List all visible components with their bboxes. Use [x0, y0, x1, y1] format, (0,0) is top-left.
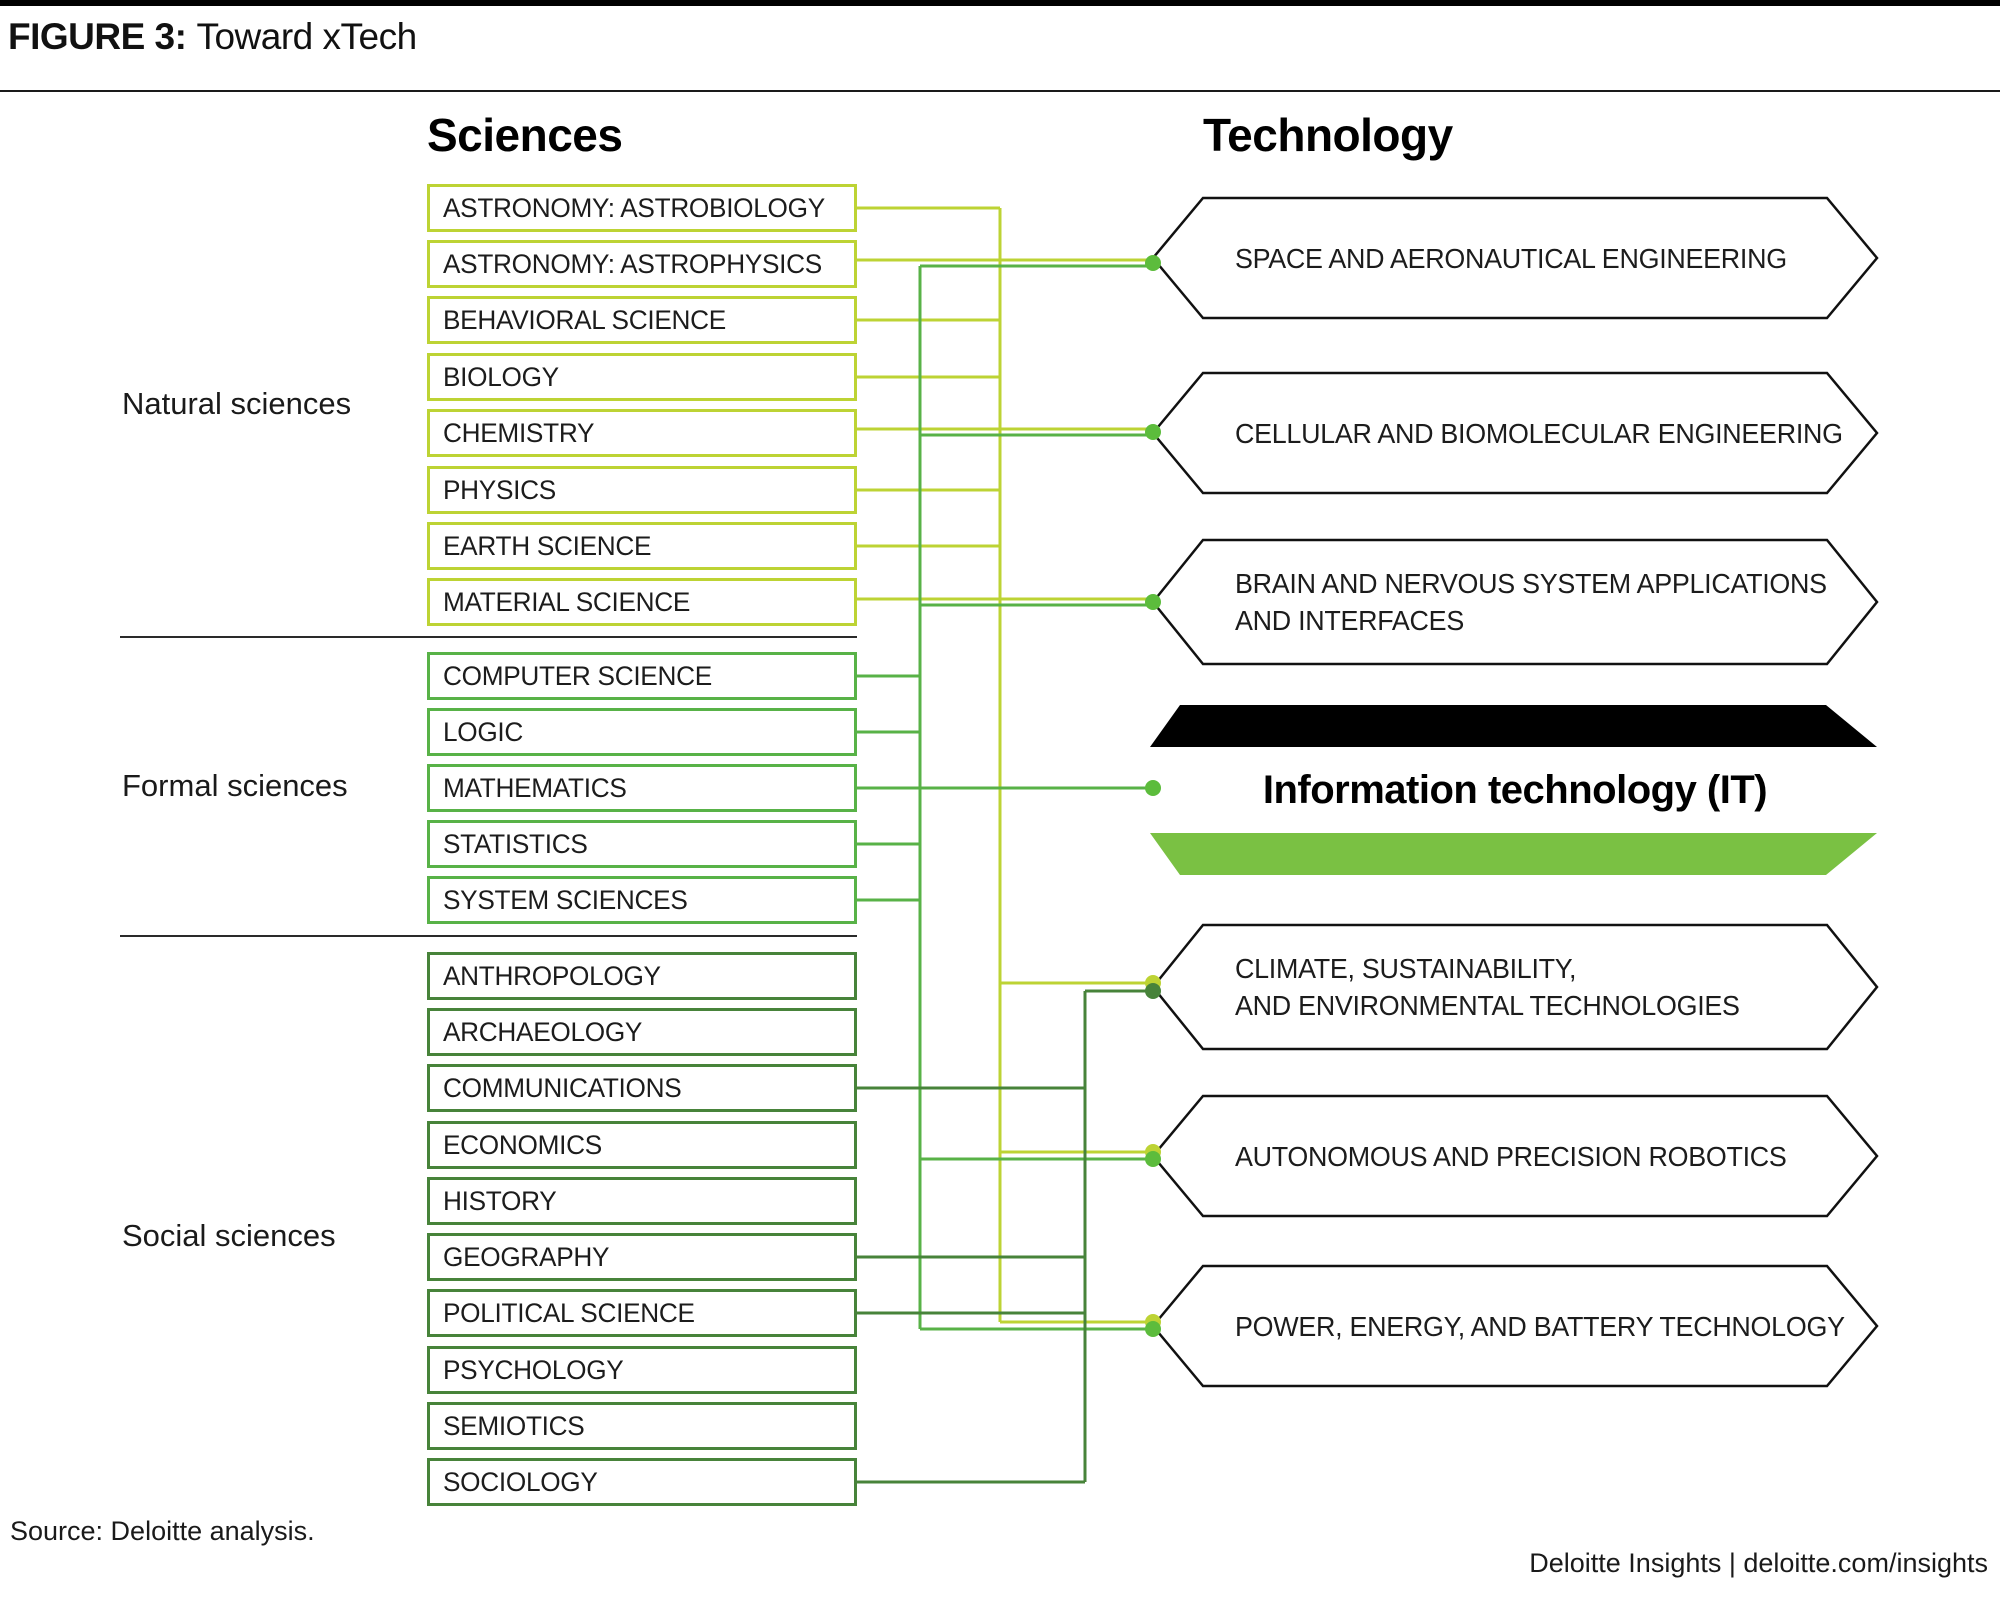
science-box-logic: LOGIC [427, 708, 857, 756]
dot-cellular [1145, 424, 1161, 440]
connector-lines-social [855, 989, 1150, 1484]
science-box-mathematics: MATHEMATICS [427, 764, 857, 812]
hexagon-climate-label: CLIMATE, SUSTAINABILITY, AND ENVIRONMENT… [1235, 953, 1740, 1021]
it-banner-black-band [1150, 705, 1877, 747]
divider-formal-social [120, 935, 857, 937]
technology-header: Technology [1203, 109, 1453, 161]
dot-autonomous-formal [1145, 1151, 1161, 1167]
science-box-system-sciences: SYSTEM SCIENCES [427, 876, 857, 924]
connector-dots [1145, 255, 1161, 1337]
top-black-bar [0, 0, 2000, 6]
figure-name: Toward xTech [196, 16, 417, 57]
brand-footer: Deloitte Insights | deloitte.com/insight… [1529, 1548, 1988, 1578]
figure-title: FIGURE 3:Toward xTech [8, 16, 417, 58]
header-rule [0, 90, 2000, 92]
science-box-economics: ECONOMICS [427, 1121, 857, 1169]
hexagon-climate-shape [1151, 923, 1879, 1051]
connector-lines-natural [855, 206, 1150, 1324]
hexagon-autonomous-label: AUTONOMOUS AND PRECISION ROBOTICS [1235, 1140, 1787, 1172]
science-box-semiotics: SEMIOTICS [427, 1402, 857, 1450]
dot-space [1145, 255, 1161, 271]
it-banner-label: Information technology (IT) [1262, 767, 1768, 812]
hexagon-space-label: SPACE AND AERONAUTICAL ENGINEERING [1235, 242, 1787, 274]
hexagon-autonomous-shape [1151, 1094, 1879, 1218]
science-box-behavioral-science: BEHAVIORAL SCIENCE [427, 296, 857, 344]
science-box-chemistry: CHEMISTRY [427, 409, 857, 457]
dot-climate-social [1145, 983, 1161, 999]
science-box-communications: COMMUNICATIONS [427, 1064, 857, 1112]
science-box-biology: BIOLOGY [427, 353, 857, 401]
hexagon-shapes [1151, 196, 1879, 1388]
hexagon-cellular-shape [1151, 371, 1879, 495]
figure-number: FIGURE 3: [8, 16, 187, 57]
science-box-geography: GEOGRAPHY [427, 1233, 857, 1281]
hexagon-brain-label: BRAIN AND NERVOUS SYSTEM APPLICATIONS AN… [1235, 568, 1827, 636]
dot-brain [1145, 594, 1161, 610]
dot-it [1145, 780, 1161, 796]
science-box-history: HISTORY [427, 1177, 857, 1225]
science-box-computer-science: COMPUTER SCIENCE [427, 652, 857, 700]
science-box-physics: PHYSICS [427, 466, 857, 514]
science-box-sociology: SOCIOLOGY [427, 1458, 857, 1506]
science-box-political-science: POLITICAL SCIENCE [427, 1289, 857, 1337]
hexagon-power-shape [1151, 1264, 1879, 1388]
divider-natural-formal [120, 636, 857, 638]
science-box-archaeology: ARCHAEOLOGY [427, 1008, 857, 1056]
science-box-statistics: STATISTICS [427, 820, 857, 868]
dot-power-formal [1145, 1321, 1161, 1337]
hexagon-cellular-label: CELLULAR AND BIOMOLECULAR ENGINEERING [1235, 417, 1843, 449]
group-label-natural-sciences: Natural sciences [122, 386, 352, 421]
science-box-material-science: MATERIAL SCIENCE [427, 578, 857, 626]
it-banner-green-band [1150, 833, 1877, 875]
sciences-header: Sciences [427, 109, 623, 161]
group-label-social-sciences: Social sciences [122, 1218, 336, 1253]
science-box-psychology: PSYCHOLOGY [427, 1346, 857, 1394]
science-box-astrobiology: ASTRONOMY: ASTROBIOLOGY [427, 184, 857, 232]
source-note: Source: Deloitte analysis. [10, 1516, 315, 1546]
group-label-formal-sciences: Formal sciences [122, 768, 348, 803]
connector-lines-formal [855, 264, 1150, 1331]
science-box-astrophysics: ASTRONOMY: ASTROPHYSICS [427, 240, 857, 288]
hexagon-brain-shape [1151, 538, 1879, 666]
hexagon-power-label: POWER, ENERGY, AND BATTERY TECHNOLOGY [1235, 1310, 1845, 1342]
hexagon-space-shape [1151, 196, 1879, 320]
science-box-anthropology: ANTHROPOLOGY [427, 952, 857, 1000]
science-box-earth-science: EARTH SCIENCE [427, 522, 857, 570]
